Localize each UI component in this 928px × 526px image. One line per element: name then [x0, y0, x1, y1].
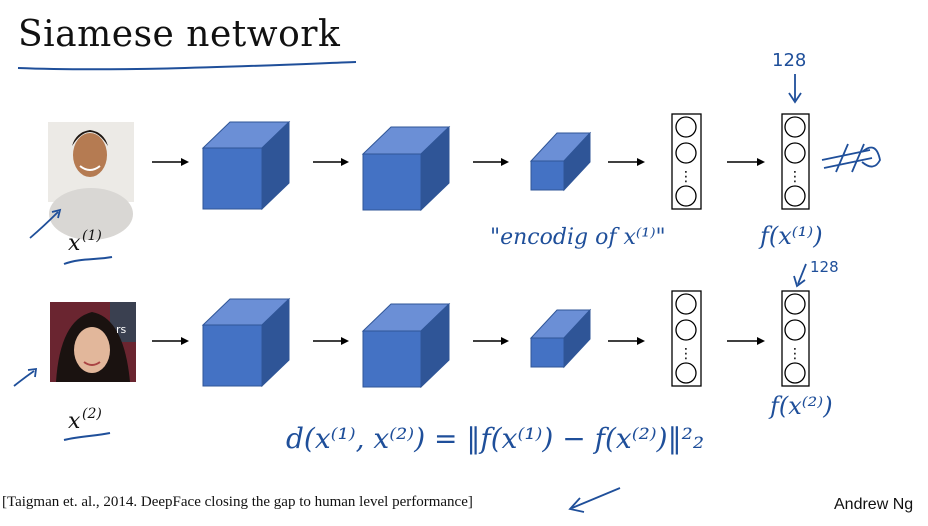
input-label-1-base: x — [68, 231, 81, 256]
input-label-1-sup: (1) — [82, 228, 102, 244]
author-name: Andrew Ng — [834, 496, 914, 513]
arrow-head — [341, 158, 349, 166]
input-label-2: x (2) — [68, 406, 102, 434]
conv-block-3 — [529, 131, 592, 192]
face-photo-2: rs — [50, 302, 136, 382]
conv-block-1 — [201, 120, 291, 211]
encoding-layer-1: ⋮ — [781, 113, 810, 210]
encoding-layer-2: ⋮ — [781, 290, 810, 387]
arrow-head — [501, 158, 509, 166]
input-2-underline — [63, 432, 111, 441]
fc-layer-2: ⋮ — [671, 290, 702, 387]
arrow-head — [341, 337, 349, 345]
dim-label-top: 128 — [772, 50, 806, 71]
arrow-head — [757, 337, 765, 345]
arrow-head — [181, 337, 189, 345]
distance-formula: d(x⁽¹⁾, x⁽²⁾) = ‖f(x⁽¹⁾) − f(x⁽²⁾)‖²₂ — [286, 422, 704, 455]
slide-title: Siamese network — [18, 14, 341, 55]
arrow-head — [757, 158, 765, 166]
pointer-arrow-2 — [13, 370, 35, 387]
pointer-arrow-1 — [29, 211, 59, 239]
arrow-head — [637, 158, 645, 166]
arrow-head — [501, 337, 509, 345]
input-label-2-base: x — [68, 409, 81, 434]
arrow-head — [181, 158, 189, 166]
photo-overlay-text: rs — [116, 323, 127, 336]
conv-block-6 — [529, 308, 592, 369]
encoding-ellipsis: ⋮ — [788, 346, 802, 362]
input-label-2-sup: (2) — [82, 406, 102, 422]
fc-ellipsis: ⋮ — [679, 169, 693, 185]
citation-arrow — [571, 487, 621, 509]
citation: [Taigman et. al., 2014. DeepFace closing… — [2, 494, 473, 510]
row-2-network: ⋮ ⋮ — [152, 290, 810, 389]
input-1-underline — [63, 256, 113, 265]
dim-arrow-bottom — [797, 263, 807, 285]
fc-layer-1: ⋮ — [671, 113, 702, 210]
input-label-1: x (1) — [68, 228, 102, 256]
dim-label-bottom: 128 — [810, 258, 839, 276]
f-x1-label: f(x⁽¹⁾) — [758, 222, 823, 250]
conv-block-2 — [361, 125, 451, 212]
conv-block-4 — [201, 297, 291, 388]
fc-ellipsis: ⋮ — [679, 346, 693, 362]
title-underline — [17, 61, 357, 71]
row-1-network: ⋮ ⋮ — [152, 113, 810, 212]
encoding-ellipsis: ⋮ — [788, 169, 802, 185]
conv-block-5 — [361, 302, 451, 389]
encoding-note: "encodig of x⁽¹⁾" — [490, 225, 666, 250]
f-x2-label: f(x⁽²⁾) — [768, 392, 833, 420]
arrow-head — [637, 337, 645, 345]
face-photo-1 — [48, 122, 134, 240]
scribble-mark — [821, 143, 881, 173]
